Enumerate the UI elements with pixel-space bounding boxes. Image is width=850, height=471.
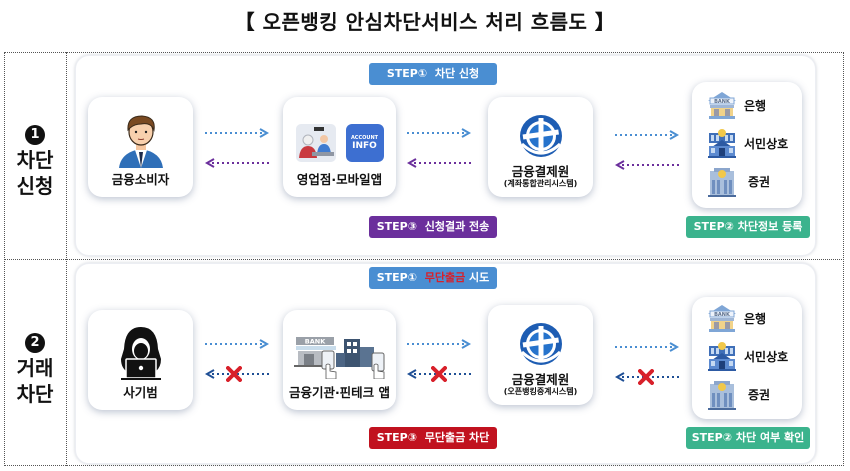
institution-securities: 증권 bbox=[692, 162, 802, 200]
consumer-card: 금융소비자 bbox=[88, 97, 193, 197]
hacker-icon bbox=[120, 327, 161, 380]
hub-label: 금융결제원 bbox=[511, 372, 570, 387]
fraudster-card: 사기범 bbox=[88, 310, 193, 410]
step1-badge: STEP① 차단 신청 bbox=[369, 63, 497, 85]
step-text: 차단 신청 bbox=[434, 67, 480, 80]
institution-savings: 서민상호 bbox=[692, 124, 802, 162]
arrow-left bbox=[406, 158, 471, 168]
arrow-right bbox=[407, 339, 472, 349]
savings-bank-icon bbox=[708, 342, 736, 371]
arrow-right bbox=[615, 130, 680, 140]
step-text: 차단 여부 확인 bbox=[735, 431, 805, 444]
row-label-line2: 신청 bbox=[16, 174, 54, 198]
blocked-x-icon bbox=[226, 366, 242, 382]
hub-sublabel: (오픈뱅킹중계시스템) bbox=[503, 387, 578, 396]
page-title: 【 오픈뱅킹 안심차단서비스 처리 흐름도 】 bbox=[234, 10, 616, 34]
institution-label: 서민상호 bbox=[744, 349, 789, 364]
bank-fintech-app-label: 금융기관·핀테크 앱 bbox=[288, 385, 391, 400]
step2-badge: STEP② 차단정보 등록 bbox=[686, 216, 810, 238]
branch-mobile-app-label: 영업점·모바일앱 bbox=[296, 172, 383, 187]
bank-icon bbox=[707, 304, 737, 333]
institution-securities: 증권 bbox=[692, 375, 802, 413]
bank-fintech-app-card: BANK 금융기관·핀테크 앱 bbox=[283, 310, 396, 410]
blocked-x-icon bbox=[638, 369, 654, 385]
consumer-label: 금융소비자 bbox=[111, 172, 170, 187]
step1-badge: STEP① 무단출금 시도 bbox=[369, 267, 497, 289]
bank-sign-text: BANK bbox=[304, 338, 325, 346]
step3-badge: STEP③ 신청결과 전송 bbox=[369, 216, 497, 238]
row-label-line1: 차단 bbox=[16, 148, 54, 172]
step-text: 무단출금 차단 bbox=[424, 431, 490, 444]
bank-icon bbox=[707, 91, 737, 120]
institutions-card: 은행 서민상호 증권 bbox=[692, 297, 802, 419]
row-label-line2: 차단 bbox=[16, 382, 54, 406]
arrow-left-blocked bbox=[406, 369, 471, 379]
row-label-line1: 거래 bbox=[16, 356, 54, 380]
step-prefix: STEP② bbox=[691, 431, 733, 444]
step-prefix: STEP③ bbox=[376, 431, 418, 444]
institution-label: 증권 bbox=[748, 387, 771, 402]
row-label-block-request: 1 차단 신청 bbox=[4, 118, 66, 199]
securities-icon bbox=[708, 168, 736, 197]
institution-bank: 은행 bbox=[692, 299, 802, 337]
arrow-left-blocked bbox=[614, 372, 679, 382]
arrow-left bbox=[204, 158, 269, 168]
step-text: 차단정보 등록 bbox=[737, 220, 803, 233]
branch-counter-icon bbox=[295, 124, 336, 162]
branch-mobile-app-card: ACCOUNT INFO 영업점·모바일앱 bbox=[283, 97, 396, 197]
arrow-right bbox=[407, 128, 472, 138]
step-prefix: STEP① bbox=[376, 271, 418, 284]
step3-badge: STEP③ 무단출금 차단 bbox=[369, 427, 497, 449]
institution-savings: 서민상호 bbox=[692, 337, 802, 375]
institution-bank: 은행 bbox=[692, 86, 802, 124]
app-icon-text: ACCOUNT bbox=[350, 135, 379, 141]
savings-bank-icon bbox=[708, 129, 736, 158]
step-prefix: STEP③ bbox=[376, 220, 418, 233]
step-highlight-text: 무단출금 bbox=[424, 271, 466, 284]
arrow-left bbox=[614, 160, 679, 170]
kftc-hub-card: 금융결제원 (계좌통합관리시스템) bbox=[488, 97, 593, 197]
institutions-card: 은행 서민상호 증권 bbox=[692, 82, 802, 208]
app-icon-text: INFO bbox=[352, 141, 377, 151]
branch-mobile-app-icon: ACCOUNT INFO bbox=[295, 124, 384, 162]
kftc-logo-icon bbox=[518, 322, 563, 366]
kftc-logo-icon bbox=[518, 114, 563, 158]
arrow-right bbox=[205, 339, 270, 349]
hub-label: 금융결제원 bbox=[511, 164, 570, 179]
securities-icon bbox=[708, 381, 736, 410]
institution-label: 증권 bbox=[748, 174, 771, 189]
row-label-transaction-block: 2 거래 차단 bbox=[4, 326, 66, 407]
institution-label: 서민상호 bbox=[744, 136, 789, 151]
institution-label: 은행 bbox=[744, 98, 767, 113]
arrow-right bbox=[615, 342, 680, 352]
bank-fintech-app-icon: BANK bbox=[293, 337, 384, 379]
step-text: 신청결과 전송 bbox=[424, 220, 490, 233]
step-prefix: STEP① bbox=[386, 67, 428, 80]
step2-badge: STEP② 차단 여부 확인 bbox=[686, 427, 810, 449]
step-prefix: STEP② bbox=[693, 220, 734, 233]
institution-label: 은행 bbox=[744, 311, 767, 326]
hub-sublabel: (계좌통합관리시스템) bbox=[503, 179, 578, 188]
consumer-icon bbox=[118, 115, 163, 168]
row-divider bbox=[4, 259, 844, 260]
arrow-right bbox=[205, 128, 270, 138]
kftc-hub-card: 금융결제원 (오픈뱅킹중계시스템) bbox=[488, 305, 593, 405]
label-column-divider bbox=[66, 52, 67, 466]
arrow-left-blocked bbox=[204, 369, 269, 379]
fraudster-label: 사기범 bbox=[123, 385, 158, 400]
step-number-badge: 1 bbox=[25, 125, 45, 145]
account-info-app-icon: ACCOUNT INFO bbox=[345, 124, 384, 162]
step-text: 시도 bbox=[469, 271, 490, 284]
blocked-x-icon bbox=[431, 366, 447, 382]
step-number-badge: 2 bbox=[25, 333, 45, 353]
